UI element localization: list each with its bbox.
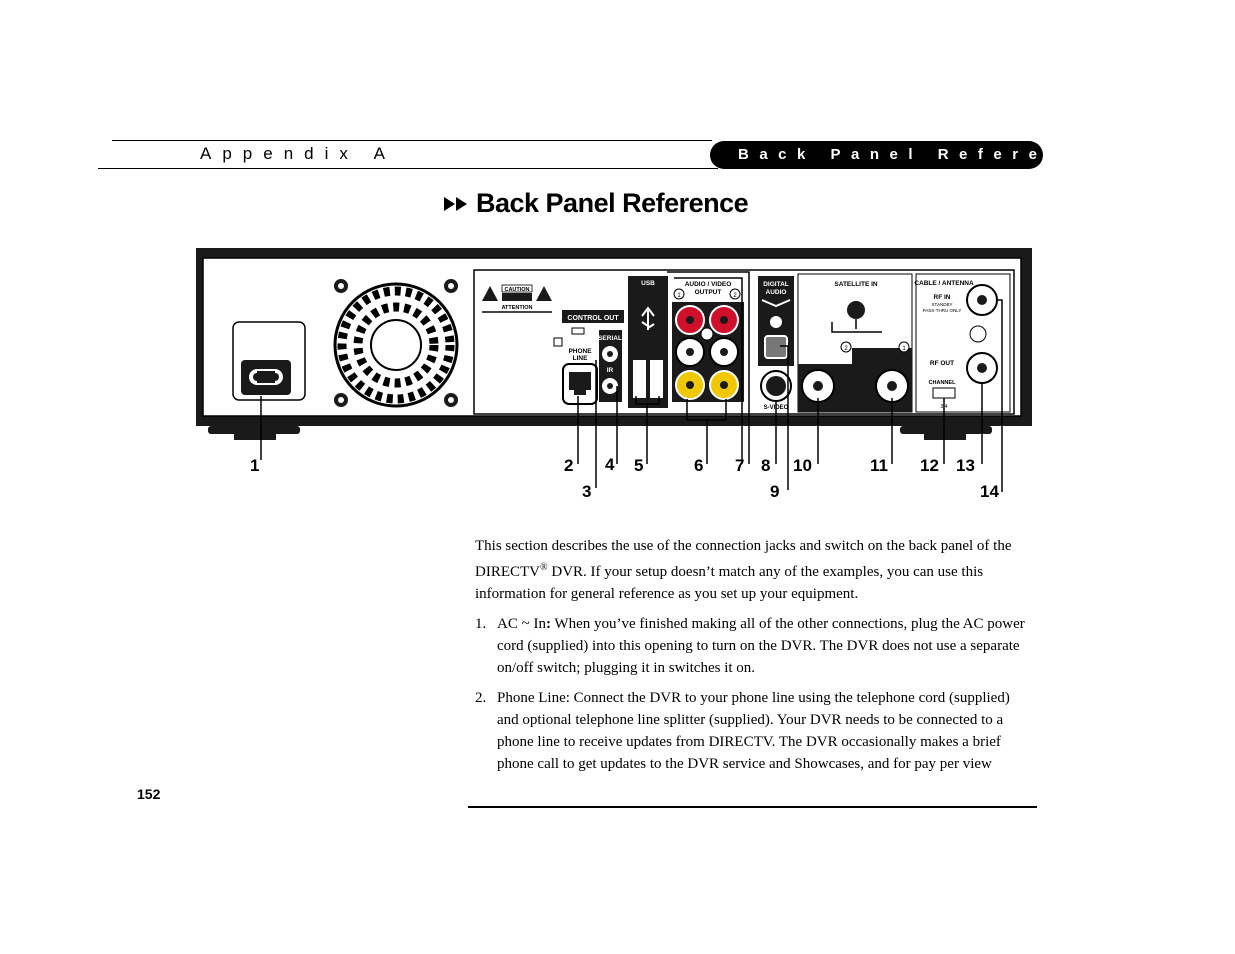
callout-10: 10 xyxy=(793,456,812,475)
double-arrow-icon xyxy=(444,196,467,211)
header-rule-top xyxy=(112,140,712,141)
callout-8: 8 xyxy=(761,456,771,475)
callout-5: 5 xyxy=(634,456,644,475)
callout-4: 4 xyxy=(605,455,615,474)
usb-ports: USB xyxy=(628,276,668,408)
list-number: 1. xyxy=(475,616,487,632)
svg-text:SERIAL: SERIAL xyxy=(598,335,622,342)
intro-paragraph: This section describes the use of the co… xyxy=(475,535,1035,605)
back-panel-diagram: CAUTION ATTENTION CONTROL OUT PHONE LINE… xyxy=(196,248,1032,492)
list-body: AC ~ In: When you’ve finished making all… xyxy=(497,613,1035,679)
svg-text:SATELLITE IN: SATELLITE IN xyxy=(834,281,878,288)
svg-text:CABLE / ANTENNA: CABLE / ANTENNA xyxy=(914,280,974,287)
svg-text:OUTPUT: OUTPUT xyxy=(695,289,722,296)
caution-label: CAUTION ATTENTION xyxy=(482,284,552,313)
svg-text:RF OUT: RF OUT xyxy=(930,360,954,367)
svg-text:AUDIO: AUDIO xyxy=(766,289,787,296)
callout-7: 7 xyxy=(735,456,745,475)
svg-text:PASS-THRU ONLY: PASS-THRU ONLY xyxy=(923,308,962,313)
svg-text:LINE: LINE xyxy=(573,355,588,362)
running-header-section: Back Panel Reference xyxy=(710,141,1043,169)
callout-2: 2 xyxy=(564,456,574,475)
svg-text:STANDBY: STANDBY xyxy=(932,302,953,307)
list-colon: : xyxy=(545,616,551,632)
svg-text:CAUTION: CAUTION xyxy=(504,287,529,293)
header-rule-bottom xyxy=(98,168,718,169)
svg-text:IR: IR xyxy=(607,367,614,374)
phone-line-jack xyxy=(562,363,598,405)
intro-text-b: DVR. If your setup doesn’t match any of … xyxy=(475,564,984,602)
running-header-chapter: Appendix A xyxy=(200,144,397,163)
callout-3: 3 xyxy=(582,482,592,501)
svg-text:RF IN: RF IN xyxy=(934,294,951,301)
svg-text:USB: USB xyxy=(641,280,655,287)
list-item-phone-line: 2. Phone Line: Connect the DVR to your p… xyxy=(475,687,1035,775)
callout-13: 13 xyxy=(956,456,975,475)
page-title-block: Back Panel Reference xyxy=(444,188,749,219)
registered-mark: ® xyxy=(540,562,548,573)
list-number: 2. xyxy=(475,690,487,706)
body-text: This section describes the use of the co… xyxy=(475,535,1035,783)
callout-14: 14 xyxy=(980,482,999,501)
callout-12: 12 xyxy=(920,456,939,475)
list-item-ac-in: 1. AC ~ In: When you’ve finished making … xyxy=(475,613,1035,679)
ac-inlet xyxy=(232,321,306,401)
svg-text:1: 1 xyxy=(677,293,681,299)
svg-text:ATTENTION: ATTENTION xyxy=(501,305,532,311)
callout-1: 1 xyxy=(250,456,260,475)
svg-text:CHANNEL: CHANNEL xyxy=(929,380,957,386)
svg-text:1: 1 xyxy=(902,346,906,352)
svg-text:PHONE: PHONE xyxy=(568,348,592,355)
cable-antenna-jacks: CABLE / ANTENNA RF IN STANDBY PASS-THRU … xyxy=(914,273,1011,413)
fan-grille xyxy=(333,279,459,408)
av-output-jacks: AUDIO / VIDEO OUTPUT 1 2 xyxy=(672,281,744,402)
svg-text:DIGITAL: DIGITAL xyxy=(763,281,789,288)
svg-text:2: 2 xyxy=(844,346,848,352)
list-text: When you’ve finished making all of the o… xyxy=(497,616,1025,676)
svg-text:AUDIO / VIDEO: AUDIO / VIDEO xyxy=(685,281,732,288)
footer-rule xyxy=(468,806,1037,808)
callout-6: 6 xyxy=(694,456,704,475)
list-label: AC ~ In xyxy=(497,616,546,632)
page-title: Back Panel Reference xyxy=(476,188,749,218)
intro-text-a: This section describes the use of the co… xyxy=(475,538,1012,580)
svg-text:2: 2 xyxy=(733,293,737,299)
callout-lines xyxy=(260,271,1003,492)
callout-11: 11 xyxy=(870,456,888,475)
satellite-in-jacks: SATELLITE IN 2 1 xyxy=(797,273,913,413)
svg-text:CONTROL OUT: CONTROL OUT xyxy=(567,315,619,322)
callout-9: 9 xyxy=(770,482,780,501)
page-number: 152 xyxy=(137,786,161,802)
list-text: Phone Line: Connect the DVR to your phon… xyxy=(497,690,1010,772)
